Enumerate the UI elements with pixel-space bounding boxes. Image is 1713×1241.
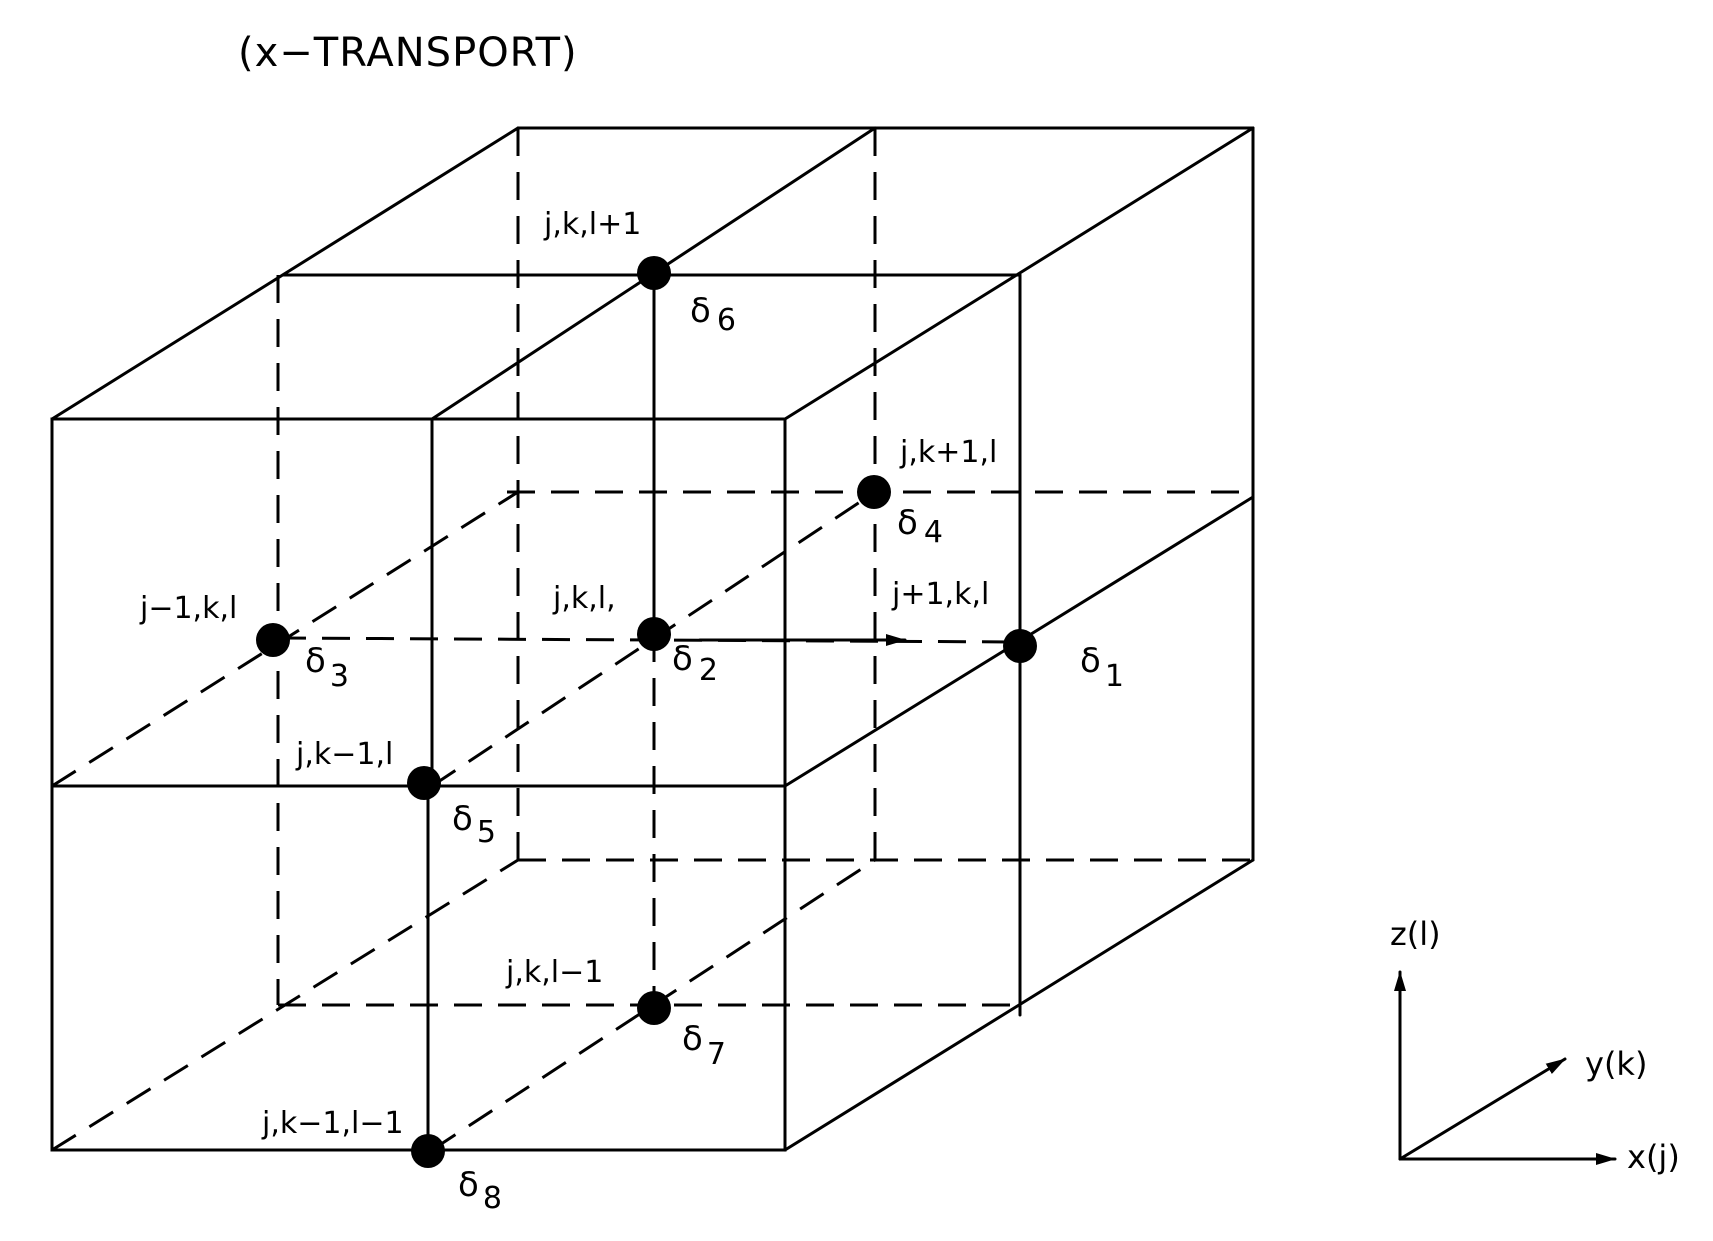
grid-nodes bbox=[256, 256, 1037, 1168]
z-axis-label: z(l) bbox=[1390, 915, 1441, 953]
axis-triad: z(l) y(k) x(j) bbox=[1390, 915, 1680, 1176]
node-dot bbox=[256, 623, 290, 657]
x-axis-label: x(j) bbox=[1627, 1138, 1680, 1176]
node-dot bbox=[411, 1134, 445, 1168]
node-label: j+1,k,l bbox=[891, 577, 989, 612]
diagram-title: (x−TRANSPORT) bbox=[238, 30, 578, 76]
y-axis-label: y(k) bbox=[1585, 1045, 1647, 1083]
node-dot bbox=[407, 766, 441, 800]
node-label: j,k,l+1 bbox=[543, 207, 641, 242]
node-label: j,k−1,l−1 bbox=[261, 1106, 404, 1141]
node-dot bbox=[857, 475, 891, 509]
node-dot bbox=[637, 991, 671, 1025]
node-label: j,k−1,l bbox=[295, 737, 393, 772]
node-labels: j,k,l+1 j,k+1,l j−1,k,l j,k,l, j+1,k,l j… bbox=[139, 207, 997, 1141]
node-label: j−1,k,l bbox=[139, 591, 237, 626]
node-dot bbox=[637, 256, 671, 290]
node-dot bbox=[637, 617, 671, 651]
node-label: j,k+1,l bbox=[899, 435, 997, 470]
node-dot bbox=[1003, 629, 1037, 663]
node-label: j,k,l, bbox=[552, 581, 616, 616]
node-label: j,k,l−1 bbox=[505, 955, 603, 990]
y-axis-arrow bbox=[1398, 1057, 1567, 1161]
